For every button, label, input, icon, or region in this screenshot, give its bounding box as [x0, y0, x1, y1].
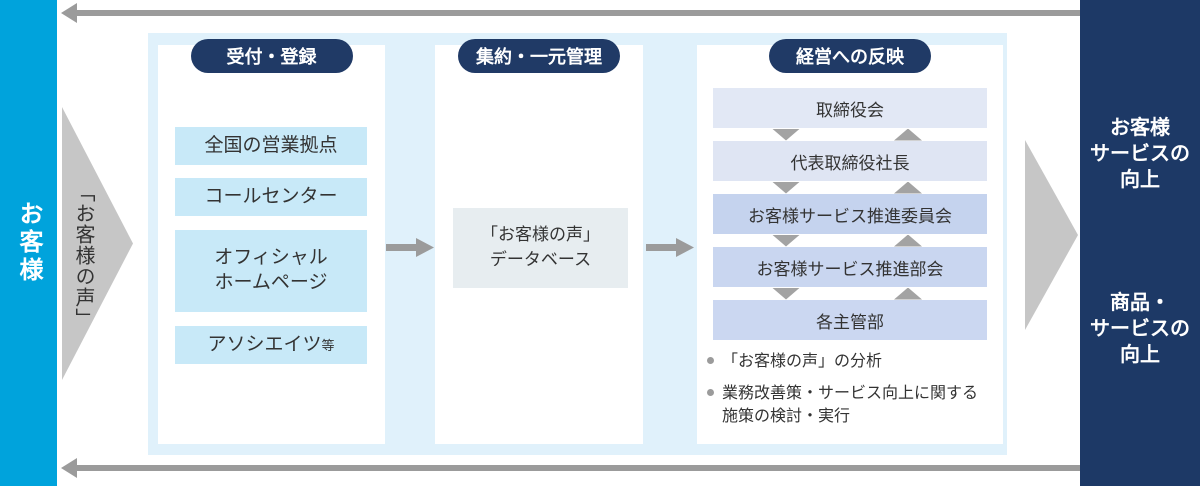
flow-down-icon [772, 181, 800, 194]
bullet-dot-icon [707, 389, 714, 397]
pill-reflection: 経営への反映 [769, 39, 931, 73]
pill-reception: 受付・登録 [190, 39, 353, 73]
flow-down-icon [772, 287, 800, 300]
flow-down-icon [772, 234, 800, 247]
column-reception: 受付・登録 全国の営業拠点 コールセンター オフィシャル ホームページ アソシエ… [158, 39, 385, 444]
pill-management: 集約・一元管理 [458, 39, 620, 73]
column-reflection: 経営への反映 取締役会 代表取締役社長 お客様サービス推進委員会 お客様サービス… [697, 39, 1003, 444]
result-arrow-icon [1025, 140, 1078, 330]
source-box-associates-suffix: 等 [321, 338, 335, 354]
reflect-box-board: 取締役会 [713, 88, 987, 128]
bullet-text: 業務改善策・サービス向上に関する施策の検討・実行 [722, 385, 979, 426]
source-box-callcenter: コールセンター [175, 178, 367, 216]
customer-bar: お客様 [0, 0, 57, 486]
bullet-list: 「お客様の声」の分析 業務改善策・サービス向上に関する施策の検討・実行 [707, 350, 997, 438]
flow-arrow-2 [646, 244, 678, 251]
bullet-dot-icon [707, 357, 714, 364]
bullet-item: 業務改善策・サービス向上に関する施策の検討・実行 [707, 382, 997, 428]
flow-up-icon [894, 128, 922, 141]
flow-down-icon [772, 128, 800, 141]
feedback-arrow-top [76, 10, 1080, 16]
source-box-homepage: オフィシャル ホームページ [175, 230, 367, 312]
reflect-box-committee: お客様サービス推進委員会 [713, 194, 987, 234]
reflect-box-president: 代表取締役社長 [713, 141, 987, 181]
outcome-panel: お客様 サービスの 向上 商品・ サービスの 向上 [1080, 0, 1200, 486]
source-box-branches: 全国の営業拠点 [175, 127, 367, 165]
source-box-associates: アソシエイツ等 [175, 326, 367, 364]
flow-up-icon [894, 181, 922, 194]
voice-database-box: 「お客様の声」 データベース [453, 208, 628, 288]
reflect-box-departments: 各主管部 [713, 300, 987, 340]
bullet-text: 「お客様の声」の分析 [722, 353, 883, 370]
outcome-service: お客様 サービスの 向上 [1090, 117, 1190, 191]
flow-up-icon [894, 234, 922, 247]
feedback-arrow-bottom-head-icon [61, 458, 77, 478]
feedback-arrow-bottom [76, 465, 1080, 471]
source-box-associates-label: アソシエイツ [207, 333, 322, 355]
bullet-item: 「お客様の声」の分析 [707, 350, 997, 373]
customer-label: お客様 [15, 201, 42, 285]
voice-label: 「お客様の声」 [72, 182, 94, 329]
outcome-product: 商品・ サービスの 向上 [1090, 292, 1190, 366]
reflect-box-subcommittee: お客様サービス推進部会 [713, 247, 987, 287]
column-management: 集約・一元管理 「お客様の声」 データベース [435, 39, 643, 444]
flow-arrow-1 [386, 244, 418, 251]
flow-up-icon [894, 287, 922, 300]
feedback-arrow-top-head-icon [61, 3, 77, 23]
